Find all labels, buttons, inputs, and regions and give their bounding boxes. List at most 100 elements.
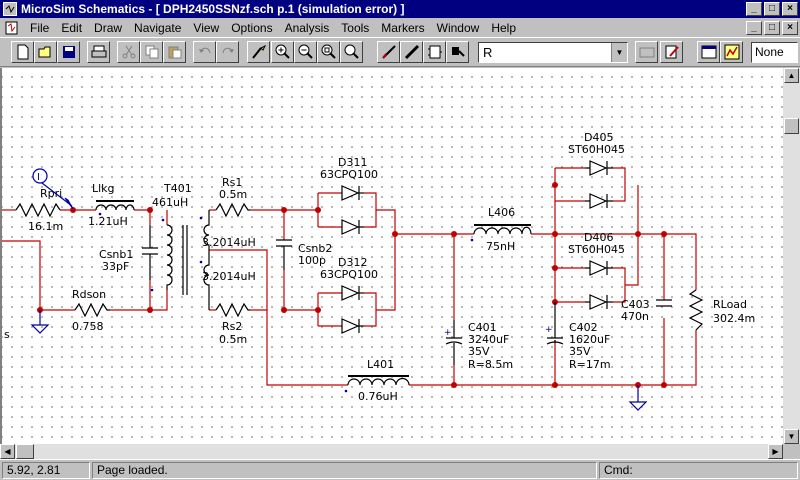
scrollbar-corner — [783, 444, 800, 459]
menu-analysis[interactable]: Analysis — [284, 20, 330, 35]
scroll-up-icon[interactable]: ▲ — [784, 68, 799, 83]
paste-icon[interactable] — [163, 41, 186, 63]
doc-minimize-button[interactable]: _ — [746, 20, 762, 35]
edit-symbol-icon[interactable] — [660, 41, 683, 63]
csnb1-capacitor[interactable] — [142, 225, 158, 280]
menu-tools[interactable]: Tools — [341, 20, 370, 35]
rload-resistor[interactable] — [688, 289, 704, 331]
minimize-button[interactable]: _ — [746, 2, 762, 16]
menu-file[interactable]: File — [30, 20, 50, 35]
l401-name-label: L401 — [367, 358, 394, 371]
zoom-fit-icon[interactable] — [340, 41, 363, 63]
d311-value-label: 63CPQ100 — [320, 168, 378, 181]
status-bar: 5.92, 2.81 Page loaded. Cmd: — [0, 459, 800, 480]
rs1-resistor[interactable] — [215, 202, 250, 218]
l406-inductor[interactable] — [473, 224, 532, 235]
simulate-icon[interactable] — [720, 41, 743, 63]
horizontal-scrollbar[interactable]: ◀ ▶ — [0, 444, 783, 459]
zoom-area-icon[interactable] — [317, 41, 340, 63]
menu-navigate[interactable]: Navigate — [134, 20, 182, 35]
l406-name-label: L406 — [488, 206, 515, 219]
schematic-canvas[interactable]: Rpri 16.1m I Llkg 1.21uH Csnb1 33pF — [0, 68, 783, 444]
d406-diode[interactable] — [585, 260, 613, 310]
zoom-out-icon[interactable] — [294, 41, 317, 63]
part-name-combo[interactable]: R ▼ — [478, 42, 628, 63]
menu-options[interactable]: Options — [231, 20, 273, 35]
redo-icon[interactable] — [216, 41, 239, 63]
menu-window[interactable]: Window — [436, 20, 480, 35]
menu-help[interactable]: Help — [491, 20, 516, 35]
vertical-scrollbar[interactable]: ▲ ▼ — [783, 68, 800, 444]
save-disk-icon[interactable] — [57, 41, 80, 63]
vertical-scroll-thumb[interactable] — [784, 118, 799, 134]
marker-selector[interactable]: None — [751, 42, 798, 63]
cut-icon[interactable] — [117, 41, 140, 63]
d312-diode[interactable] — [341, 285, 364, 334]
c401-capacitor[interactable] — [445, 320, 463, 365]
edit-attributes-icon[interactable] — [635, 41, 658, 63]
undo-icon[interactable] — [193, 41, 216, 63]
csnb1-value-label: 33pF — [102, 260, 129, 273]
scroll-right-icon[interactable]: ▶ — [768, 444, 783, 459]
current-probe-icon[interactable] — [32, 168, 74, 210]
copy-icon[interactable] — [140, 41, 163, 63]
llkg-value-label: 1.21uH — [88, 215, 128, 228]
setup-analysis-icon[interactable] — [697, 41, 720, 63]
csnb2-capacitor[interactable] — [276, 239, 292, 270]
t401-transformer[interactable] — [166, 210, 210, 310]
d405-diode[interactable] — [585, 160, 613, 209]
rdson-name-label: Rdson — [72, 288, 106, 301]
maximize-button[interactable]: □ — [764, 2, 780, 16]
t401-name-label: T401 — [163, 182, 192, 195]
probe-letter: I — [37, 172, 40, 183]
redraw-icon[interactable] — [247, 41, 270, 63]
scroll-down-icon[interactable]: ▼ — [784, 429, 799, 444]
chevron-down-icon[interactable]: ▼ — [611, 43, 627, 62]
doc-restore-button[interactable]: □ — [764, 20, 780, 35]
menu-markers[interactable]: Markers — [381, 20, 425, 35]
c402-value-label: 1620uF — [569, 333, 610, 346]
ground-symbol-left — [30, 310, 50, 334]
document-icon[interactable] — [4, 21, 20, 35]
csnb2-name-label: Csnb2 — [298, 242, 332, 255]
app-icon[interactable] — [3, 2, 17, 16]
horizontal-scroll-thumb[interactable] — [16, 444, 34, 459]
menu-view[interactable]: View — [193, 20, 220, 35]
rs2-resistor[interactable] — [215, 302, 250, 318]
l401-inductor[interactable] — [347, 375, 410, 386]
rdson-resistor[interactable] — [74, 302, 110, 318]
d405-value-label: ST60H045 — [568, 143, 625, 156]
rs1-value-label: 0.5m — [219, 188, 247, 201]
menu-edit[interactable]: Edit — [61, 20, 83, 35]
d311-diode[interactable] — [341, 185, 364, 235]
c403-capacitor[interactable] — [656, 299, 672, 307]
c402-capacitor[interactable] — [546, 302, 564, 345]
wire-network[interactable] — [2, 167, 697, 386]
d405-name-label: D405 — [584, 131, 613, 144]
open-folder-icon[interactable] — [34, 41, 57, 63]
rpri-value-label: 16.1m — [28, 220, 63, 233]
c403-name-label: C403 — [621, 298, 650, 311]
menu-draw[interactable]: Draw — [94, 20, 123, 35]
command-field[interactable]: Cmd: — [599, 462, 798, 479]
draw-block-icon[interactable] — [423, 41, 446, 63]
close-button[interactable]: × — [782, 2, 798, 16]
new-file-icon[interactable] — [11, 41, 34, 63]
c402-esr-label: R=17m — [569, 358, 611, 371]
print-icon[interactable] — [87, 41, 110, 63]
doc-close-button[interactable]: × — [782, 20, 798, 35]
rpri-resistor[interactable] — [15, 202, 61, 218]
get-part-icon[interactable] — [446, 41, 469, 63]
draw-wire-icon[interactable] — [377, 41, 400, 63]
ground-symbol-right — [628, 385, 648, 411]
llkg-inductor[interactable] — [95, 200, 135, 211]
draw-bus-icon[interactable] — [400, 41, 423, 63]
window-title: MicroSim Schematics - [ DPH2450SSNzf.sch… — [21, 2, 405, 16]
rs2-name-label: Rs2 — [222, 320, 242, 333]
l406-value-label: 75nH — [486, 240, 515, 253]
scroll-left-icon[interactable]: ◀ — [0, 444, 15, 459]
zoom-in-icon[interactable] — [271, 41, 294, 63]
llkg-polarity-dot — [98, 212, 102, 216]
rs1-name-label: Rs1 — [222, 176, 242, 189]
d406-name-label: D406 — [584, 231, 613, 244]
